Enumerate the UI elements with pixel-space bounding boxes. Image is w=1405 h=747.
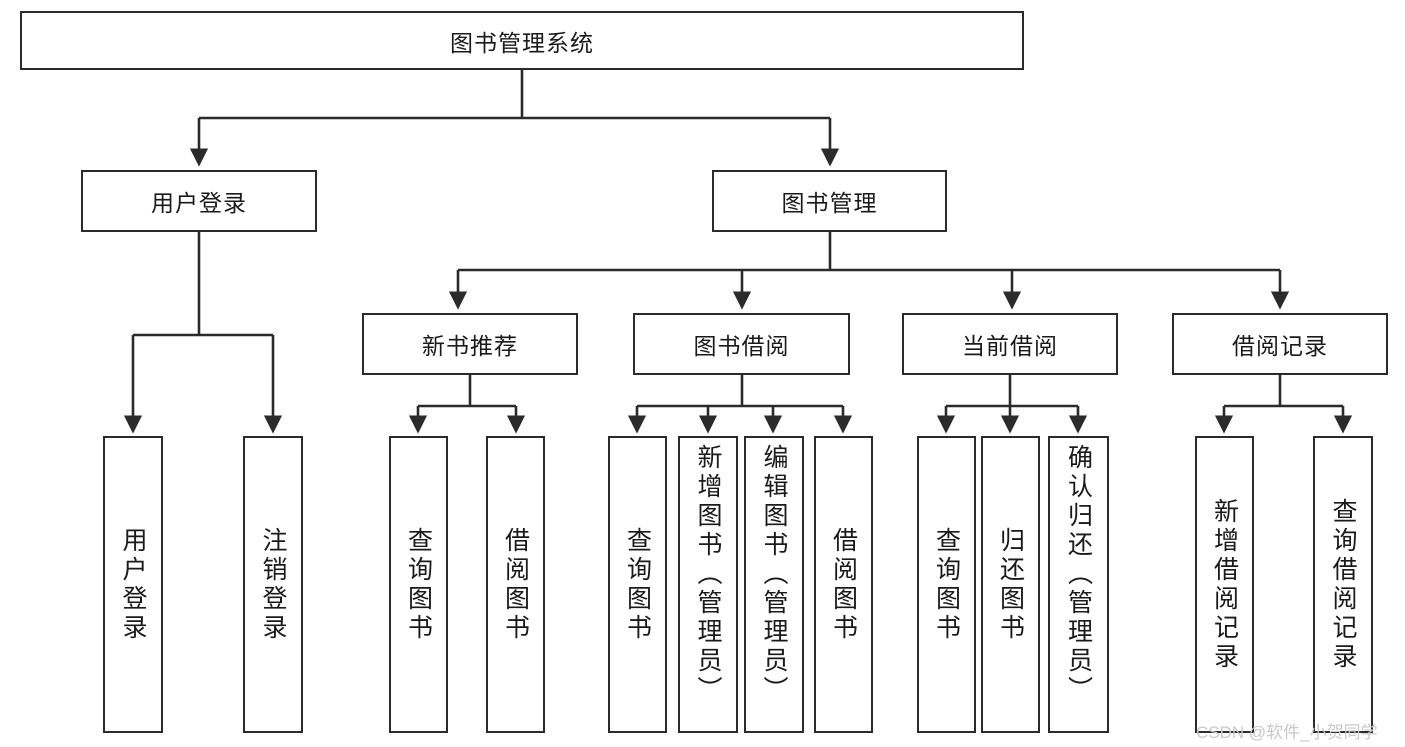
leaf-query-borrow-record[interactable]: 查询借阅记录 [1313, 436, 1373, 733]
leaf-borrow-book-recommend[interactable]: 借阅图书 [486, 436, 545, 733]
leaf-query-book-current[interactable]: 查询图书 [917, 436, 976, 733]
leaf-logout[interactable]: 注销登录 [243, 436, 303, 733]
csdn-watermark: CSDN @软件_小贺同学 [1196, 723, 1378, 742]
leaf-return-book[interactable]: 归还图书 [981, 436, 1040, 733]
node-book-borrow[interactable]: 图书借阅 [633, 313, 850, 375]
leaf-confirm-return-admin[interactable]: 确认归还（管理员） [1048, 436, 1109, 733]
leaf-query-book-borrow[interactable]: 查询图书 [608, 436, 667, 733]
node-user-login[interactable]: 用户登录 [81, 170, 317, 232]
node-borrow-record[interactable]: 借阅记录 [1172, 313, 1388, 375]
node-current-borrow[interactable]: 当前借阅 [902, 313, 1118, 375]
node-new-book-recommend[interactable]: 新书推荐 [362, 313, 578, 375]
node-book-management[interactable]: 图书管理 [712, 170, 947, 232]
node-root-library-system[interactable]: 图书管理系统 [20, 11, 1024, 70]
leaf-user-login[interactable]: 用户登录 [103, 436, 163, 733]
leaf-edit-book-admin[interactable]: 编辑图书（管理员） [744, 436, 804, 733]
leaf-add-book-admin[interactable]: 新增图书（管理员） [678, 436, 738, 733]
leaf-borrow-book-borrow[interactable]: 借阅图书 [814, 436, 873, 733]
leaf-add-borrow-record[interactable]: 新增借阅记录 [1195, 436, 1254, 733]
leaf-query-book-recommend[interactable]: 查询图书 [389, 436, 448, 733]
